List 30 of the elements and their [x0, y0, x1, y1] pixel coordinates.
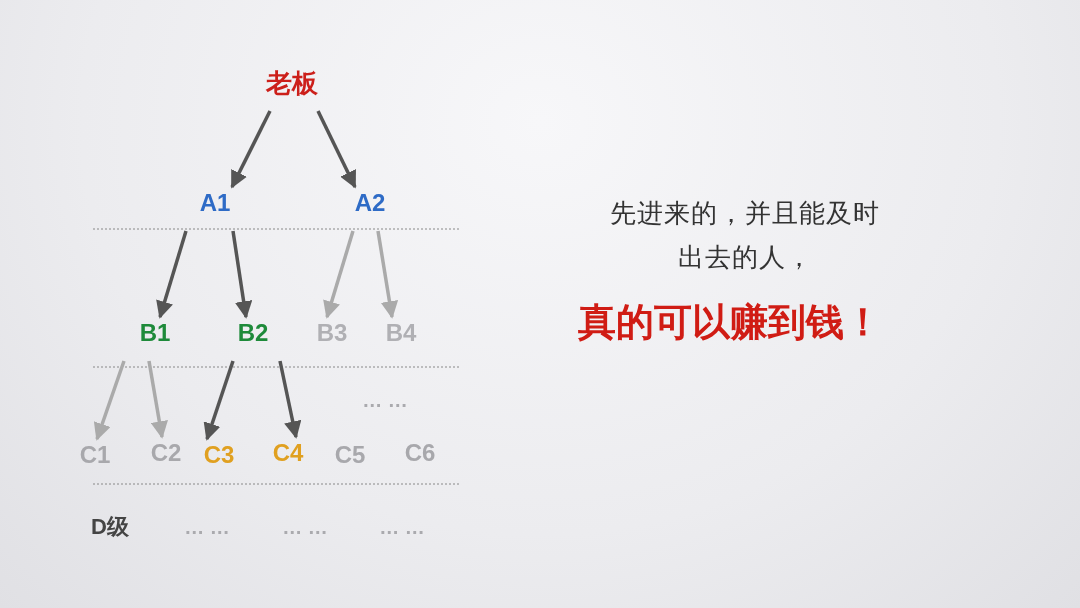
- arrow: [203, 360, 235, 441]
- ellipsis: … …: [362, 388, 408, 412]
- arrow: [278, 360, 302, 439]
- level-label: C4: [272, 439, 304, 467]
- arrow: [316, 110, 357, 189]
- arrow: [147, 360, 168, 439]
- level-label: A1: [199, 189, 231, 217]
- arrow: [156, 230, 188, 319]
- level-label: C5: [334, 441, 366, 469]
- level-label: B3: [316, 319, 348, 347]
- level-label: C6: [404, 439, 436, 467]
- level-label: B4: [385, 319, 417, 347]
- arrow: [93, 360, 126, 441]
- ellipsis: … …: [282, 515, 328, 539]
- arrow: [376, 230, 399, 319]
- caption-text: 先进来的，并且能及时出去的人，: [610, 197, 880, 274]
- emphasis-text: 真的可以赚到钱！: [578, 299, 882, 345]
- level-label: C3: [203, 441, 235, 469]
- arrow: [323, 230, 355, 319]
- arrow: [231, 230, 253, 319]
- level-label: B2: [237, 319, 269, 347]
- level-label: D级: [91, 513, 129, 541]
- arrow: [230, 110, 272, 189]
- ellipsis: … …: [184, 515, 230, 539]
- level-label: C1: [79, 441, 111, 469]
- level-label: A2: [354, 189, 386, 217]
- level-label: B1: [139, 319, 171, 347]
- level-label: 老板: [266, 69, 318, 97]
- ellipsis: … …: [379, 515, 425, 539]
- level-label: C2: [150, 439, 182, 467]
